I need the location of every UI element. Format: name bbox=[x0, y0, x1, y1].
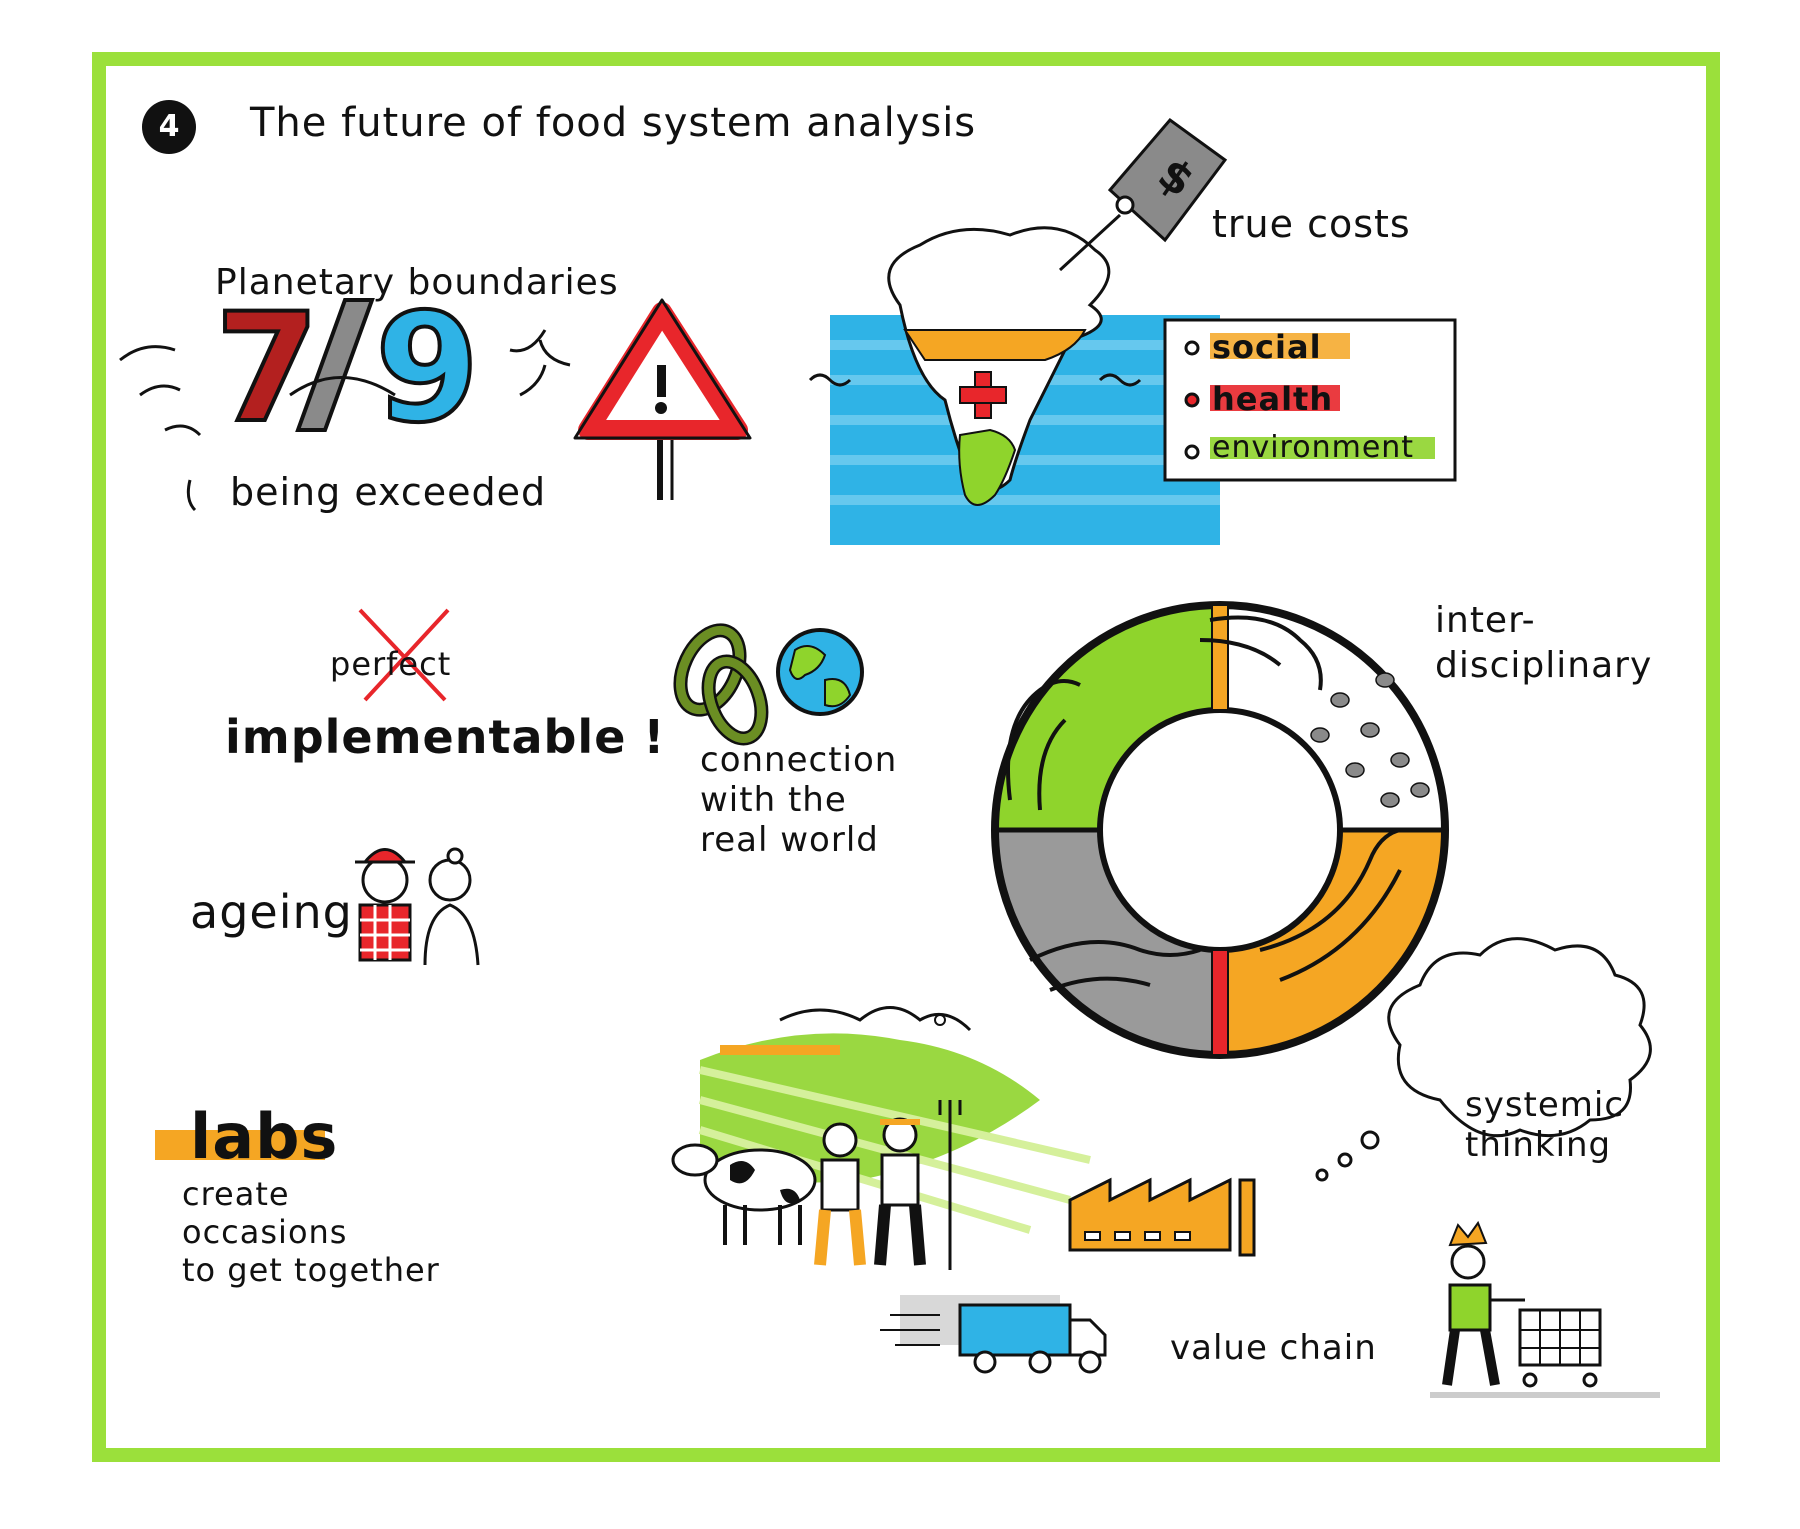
factory-icon bbox=[1068, 1177, 1256, 1257]
labs-title: labs bbox=[190, 1100, 339, 1173]
motion-lines bbox=[119, 329, 571, 512]
lifebuoy-icon bbox=[991, 601, 1449, 1059]
labs-line-1: create bbox=[182, 1175, 290, 1213]
labs-line-3: to get together bbox=[182, 1251, 440, 1289]
inter-label: inter- bbox=[1435, 600, 1536, 641]
price-tag-icon: $ bbox=[1058, 117, 1228, 272]
implementable-label: implementable ! bbox=[225, 710, 666, 764]
cost-item-health: health bbox=[1212, 380, 1334, 418]
farmers-icon bbox=[814, 1100, 962, 1270]
fraction-7-9-icon: 7 9 bbox=[119, 280, 571, 512]
planetary-boundaries-label: Planetary boundaries bbox=[215, 262, 619, 303]
crossed-word-perfect: perfect bbox=[330, 645, 452, 683]
fraction-slash bbox=[295, 298, 375, 432]
ageing-label: ageing bbox=[190, 885, 353, 939]
warning-sign-icon bbox=[573, 298, 752, 500]
cost-item-environment: environment bbox=[1212, 430, 1415, 465]
systemic-label: systemic bbox=[1465, 1085, 1625, 1125]
globe-icon bbox=[776, 628, 864, 716]
cross-out-icon bbox=[358, 608, 450, 702]
cost-list-box bbox=[1163, 318, 1457, 482]
cost-item-social: social bbox=[1212, 328, 1322, 366]
cow-icon bbox=[671, 1143, 817, 1245]
connection-line-3: real world bbox=[700, 820, 879, 860]
labs-highlight bbox=[155, 1130, 325, 1160]
truck-icon bbox=[880, 1295, 1107, 1374]
connection-line-1: connection bbox=[700, 740, 898, 780]
thought-cloud-icon bbox=[1315, 937, 1652, 1182]
shopper-with-cart-icon bbox=[1430, 1220, 1660, 1398]
elderly-farmers-icon bbox=[355, 847, 480, 966]
iceberg-africa-icon bbox=[808, 226, 1220, 545]
farm-field-icon bbox=[698, 1006, 1091, 1234]
chain-link-icon bbox=[673, 623, 769, 746]
labs-line-2: occasions bbox=[182, 1213, 348, 1251]
denominator-nine: 9 bbox=[375, 282, 479, 456]
value-chain-label: value chain bbox=[1170, 1328, 1377, 1368]
being-exceeded-caption: being exceeded bbox=[230, 470, 547, 514]
connection-line-2: with the bbox=[700, 780, 847, 820]
section-number-badge: 4 bbox=[142, 100, 196, 154]
green-border-frame bbox=[92, 52, 1720, 1462]
true-costs-label: true costs bbox=[1212, 202, 1411, 246]
thinking-label: thinking bbox=[1465, 1125, 1612, 1165]
page-title: The future of food system analysis bbox=[250, 100, 977, 146]
disciplinary-label: disciplinary bbox=[1435, 645, 1653, 686]
